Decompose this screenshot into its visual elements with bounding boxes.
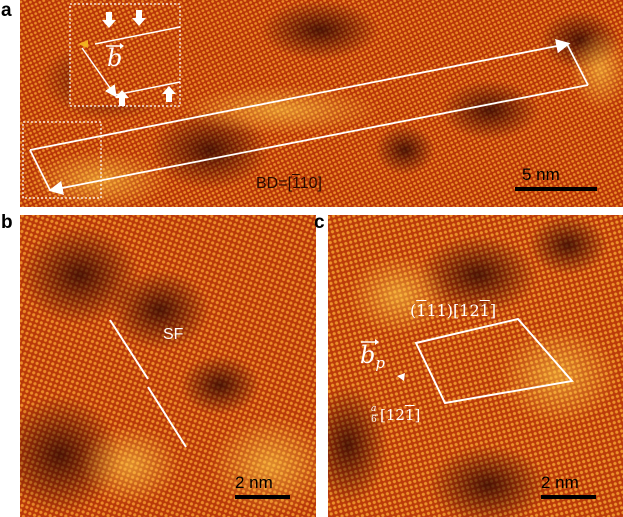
panel-a-image: b BD=[110] 5 nm bbox=[20, 0, 623, 207]
panel-b-label: b bbox=[1, 212, 13, 233]
stacking-fault-line-upper bbox=[109, 319, 149, 380]
fraction-numerator: a bbox=[371, 404, 377, 414]
stacking-fault-label: SF bbox=[163, 326, 184, 343]
panel-b-image: SF 2 nm bbox=[20, 215, 316, 517]
panel-c-image: (111)[121] bp a 6 [121] 2 nm bbox=[328, 215, 623, 517]
partial-vector-direction: [121] bbox=[380, 406, 421, 424]
burgers-circuit-top-arrow bbox=[29, 39, 571, 151]
panel-b-scale-label: 2 nm bbox=[235, 473, 273, 492]
partial-vector-arrowhead-icon bbox=[375, 339, 379, 345]
panel-a-label: a bbox=[1, 0, 12, 21]
inset-left-line bbox=[81, 47, 117, 98]
inset-up-arrow-icon bbox=[115, 90, 129, 106]
inset-up-arrow-icon bbox=[162, 86, 176, 102]
inset-down-arrow-icon bbox=[102, 12, 116, 28]
burgers-vector-arrowhead-icon bbox=[120, 43, 124, 49]
closure-region-box bbox=[22, 121, 102, 199]
beam-direction-label: BD=[110] bbox=[256, 175, 322, 192]
panel-c-scale-label: 2 nm bbox=[541, 473, 579, 492]
partial-dislocation-arrow-icon bbox=[397, 373, 405, 381]
panel-b-annotations bbox=[109, 319, 290, 499]
burgers-circuit-bottom-arrow bbox=[48, 84, 589, 195]
panel-a-scale-bar bbox=[515, 187, 597, 191]
panel-c-scale-bar bbox=[541, 495, 596, 499]
burgers-vector-label: b bbox=[107, 44, 123, 72]
inset-yellow-arrow-icon bbox=[78, 40, 88, 48]
panel-a-annotations bbox=[22, 3, 597, 199]
panel-b-scale-bar bbox=[235, 495, 290, 499]
burgers-circuit-left-edge bbox=[29, 149, 51, 191]
panel-c-label: c bbox=[314, 212, 325, 233]
inset-top-line bbox=[94, 26, 181, 45]
slip-system-label: (111)[121] bbox=[410, 301, 497, 320]
stacking-fault-line-lower bbox=[147, 386, 187, 448]
panel-c-lattice bbox=[328, 215, 623, 517]
panel-b-lattice bbox=[20, 215, 316, 517]
inset-magnified-view bbox=[69, 3, 181, 107]
burgers-circuit-parallelogram bbox=[414, 317, 574, 405]
panel-a-lattice bbox=[20, 0, 623, 207]
panel-c-annotations bbox=[361, 317, 596, 499]
partial-burgers-label: bp bbox=[360, 341, 385, 372]
inset-down-arrow-icon bbox=[132, 10, 146, 26]
panel-a-scale-label: 5 nm bbox=[522, 165, 560, 184]
fraction-denominator: 6 bbox=[371, 415, 377, 425]
inset-bottom-line bbox=[114, 81, 181, 96]
burgers-circuit-right-edge bbox=[566, 43, 589, 86]
